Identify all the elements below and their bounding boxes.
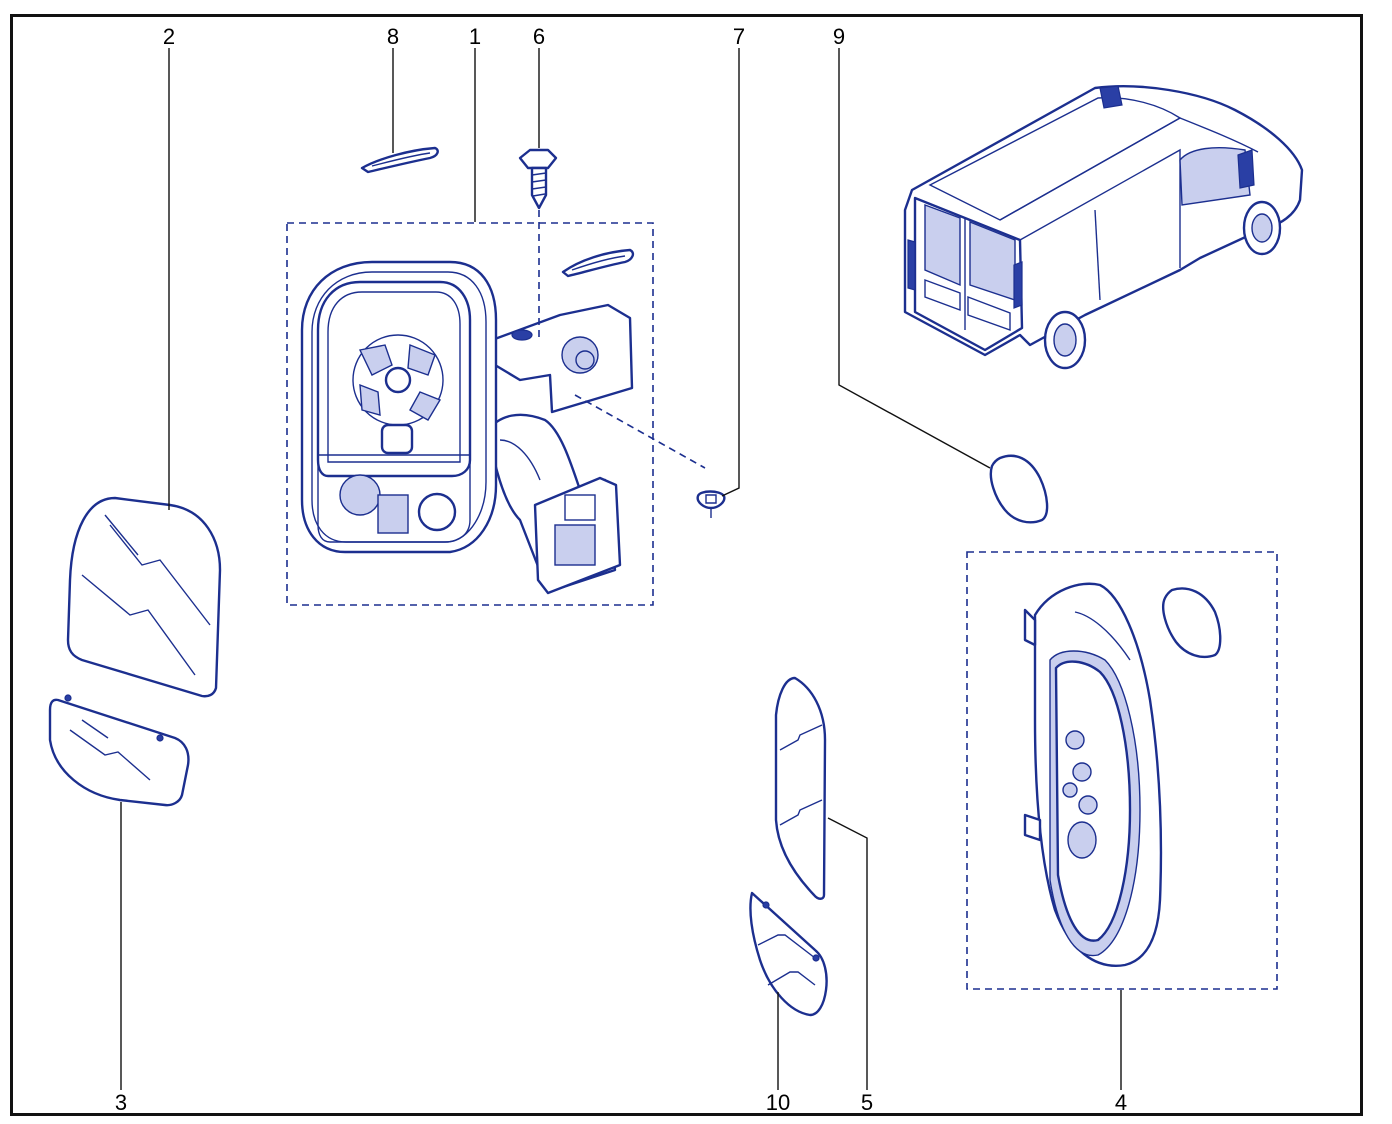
callout-labels: 1 2 3 4 5 6 7 8 9 10 [115, 24, 1127, 1115]
van-illustration [903, 85, 1304, 370]
callout-2: 2 [163, 24, 175, 49]
part-9-cap-installed [1162, 587, 1222, 659]
callout-4: 4 [1115, 1090, 1127, 1115]
callout-5: 5 [861, 1090, 873, 1115]
part-9-cap [989, 454, 1049, 524]
part-1-mirror-assembly [300, 260, 634, 595]
part-10-small-side-glass [749, 891, 828, 1017]
part-3-small-mirror-glass [48, 694, 190, 807]
callout-7: 7 [733, 24, 745, 49]
part-6-screw [518, 148, 558, 340]
callout-3: 3 [115, 1090, 127, 1115]
callout-6: 6 [533, 24, 545, 49]
callout-9: 9 [833, 24, 845, 49]
callout-8: 8 [387, 24, 399, 49]
leader-5 [827, 817, 868, 1090]
part-4-complete-mirror [1023, 582, 1163, 967]
part-5-side-glass [774, 676, 827, 900]
callout-1: 1 [469, 24, 481, 49]
group-box-part-1 [286, 222, 654, 606]
callout-10: 10 [766, 1090, 790, 1115]
part-8-clip [360, 146, 439, 174]
leader-9 [838, 48, 991, 469]
part-7-fastener [574, 394, 726, 518]
group-box-part-4 [966, 551, 1278, 990]
part-8-clip-installed [561, 248, 635, 278]
part-2-mirror-glass [66, 496, 222, 698]
leader-7 [721, 48, 740, 497]
leader-lines [120, 48, 1122, 1090]
